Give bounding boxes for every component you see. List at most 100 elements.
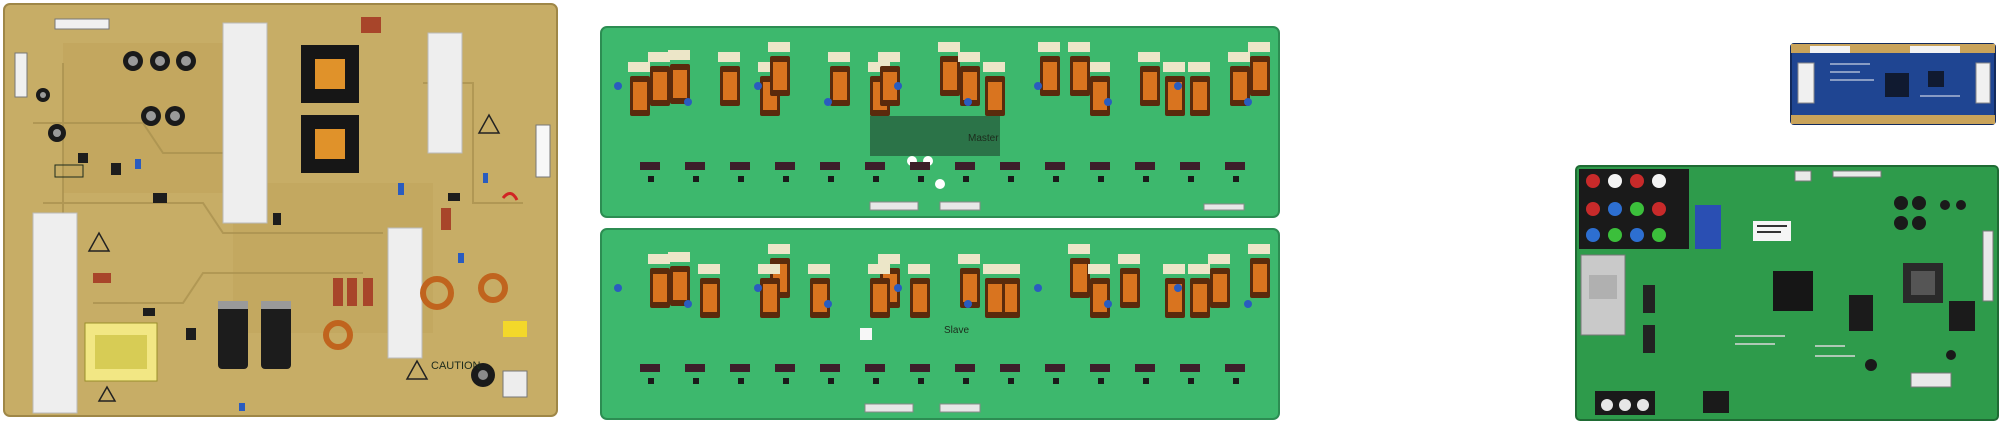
transformer-icon — [768, 42, 790, 96]
smd-chip-icon — [865, 162, 885, 170]
smd-part-icon — [828, 176, 834, 182]
smd-part-icon — [828, 378, 834, 384]
blue-capacitor-icon — [1034, 284, 1042, 292]
smd-part-icon — [1188, 176, 1194, 182]
blue-capacitor-icon — [1174, 82, 1182, 90]
transformer-icon — [1208, 254, 1230, 308]
transformer-icon — [828, 52, 850, 106]
tcon-board — [1790, 43, 1996, 125]
smd-part-icon — [1008, 378, 1014, 384]
smd-chip-icon — [1090, 162, 1110, 170]
smd-part-icon — [918, 378, 924, 384]
smd-chip-icon — [955, 162, 975, 170]
caution-label: CAUTION — [431, 360, 481, 372]
smd-chip-icon — [775, 162, 795, 170]
blue-capacitor-icon — [684, 98, 692, 106]
smd-part-icon — [1098, 378, 1104, 384]
blue-capacitor-icon — [684, 300, 692, 308]
transformer-icon — [648, 52, 670, 106]
inverter-slave-label: Slave — [944, 325, 969, 336]
transformer-icon — [1138, 52, 1160, 106]
smd-part-icon — [1098, 176, 1104, 182]
smd-part-icon — [693, 378, 699, 384]
main-board-graphic — [1575, 165, 1999, 421]
transformer-icon — [1188, 62, 1210, 116]
smd-chip-icon — [820, 162, 840, 170]
smd-part-icon — [783, 176, 789, 182]
smd-chip-icon — [685, 162, 705, 170]
transformer-icon — [1188, 264, 1210, 318]
smd-part-icon — [918, 176, 924, 182]
smd-chip-icon — [775, 364, 795, 372]
smd-chip-icon — [730, 162, 750, 170]
smd-chip-icon — [685, 364, 705, 372]
blue-capacitor-icon — [824, 300, 832, 308]
smd-chip-icon — [1135, 364, 1155, 372]
transformer-icon — [698, 264, 720, 318]
smd-chip-icon — [910, 162, 930, 170]
blue-capacitor-icon — [1104, 98, 1112, 106]
transformer-icon — [868, 264, 890, 318]
smd-chip-icon — [1135, 162, 1155, 170]
smd-part-icon — [1143, 378, 1149, 384]
smd-chip-icon — [1090, 364, 1110, 372]
transformer-icon — [983, 62, 1005, 116]
power-supply-board-graphic: CAUTION — [3, 3, 558, 417]
blue-capacitor-icon — [1244, 98, 1252, 106]
inverter-master-graphic: Master — [600, 26, 1280, 218]
transformer-icon — [1248, 42, 1270, 96]
smd-chip-icon — [865, 364, 885, 372]
blue-capacitor-icon — [1174, 284, 1182, 292]
blue-capacitor-icon — [1104, 300, 1112, 308]
inverter-master-label: Master — [968, 133, 999, 144]
smd-part-icon — [693, 176, 699, 182]
transformer-icon — [668, 50, 690, 104]
transformer-icon — [628, 62, 650, 116]
smd-part-icon — [1143, 176, 1149, 182]
blue-capacitor-icon — [754, 82, 762, 90]
main-board — [1575, 165, 1999, 422]
smd-chip-icon — [730, 364, 750, 372]
transformer-icon — [958, 254, 980, 308]
transformer-icon — [1118, 254, 1140, 308]
transformer-icon — [1088, 62, 1110, 116]
smd-chip-icon — [1045, 162, 1065, 170]
smd-chip-icon — [640, 162, 660, 170]
blue-capacitor-icon — [1034, 82, 1042, 90]
smd-chip-icon — [1045, 364, 1065, 372]
smd-chip-icon — [1180, 162, 1200, 170]
smd-chip-icon — [640, 364, 660, 372]
blue-capacitor-icon — [964, 98, 972, 106]
blue-capacitor-icon — [614, 284, 622, 292]
blue-capacitor-icon — [614, 82, 622, 90]
smd-chip-icon — [910, 364, 930, 372]
transformer-icon — [1068, 42, 1090, 96]
smd-chip-icon — [1000, 162, 1020, 170]
smd-chip-icon — [1225, 162, 1245, 170]
transformer-icon — [808, 264, 830, 318]
smd-chip-icon — [1225, 364, 1245, 372]
transformer-icon — [878, 52, 900, 106]
transformer-icon — [758, 264, 780, 318]
blue-capacitor-icon — [894, 82, 902, 90]
transformer-icon — [1163, 264, 1185, 318]
smd-part-icon — [1008, 176, 1014, 182]
transformer-icon — [1163, 62, 1185, 116]
transformer-icon — [1088, 264, 1110, 318]
inverter-slave-board: Slave — [600, 228, 1280, 420]
smd-chip-icon — [820, 364, 840, 372]
smd-chip-icon — [1180, 364, 1200, 372]
smd-chip-icon — [955, 364, 975, 372]
smd-part-icon — [738, 176, 744, 182]
smd-part-icon — [1233, 176, 1239, 182]
blue-capacitor-icon — [754, 284, 762, 292]
transformer-icon — [908, 264, 930, 318]
smd-part-icon — [1188, 378, 1194, 384]
blue-capacitor-icon — [894, 284, 902, 292]
smd-part-icon — [1053, 176, 1059, 182]
smd-part-icon — [873, 378, 879, 384]
smd-part-icon — [1233, 378, 1239, 384]
smd-part-icon — [963, 378, 969, 384]
transformer-icon — [1038, 42, 1060, 96]
transformer-icon — [938, 42, 960, 96]
